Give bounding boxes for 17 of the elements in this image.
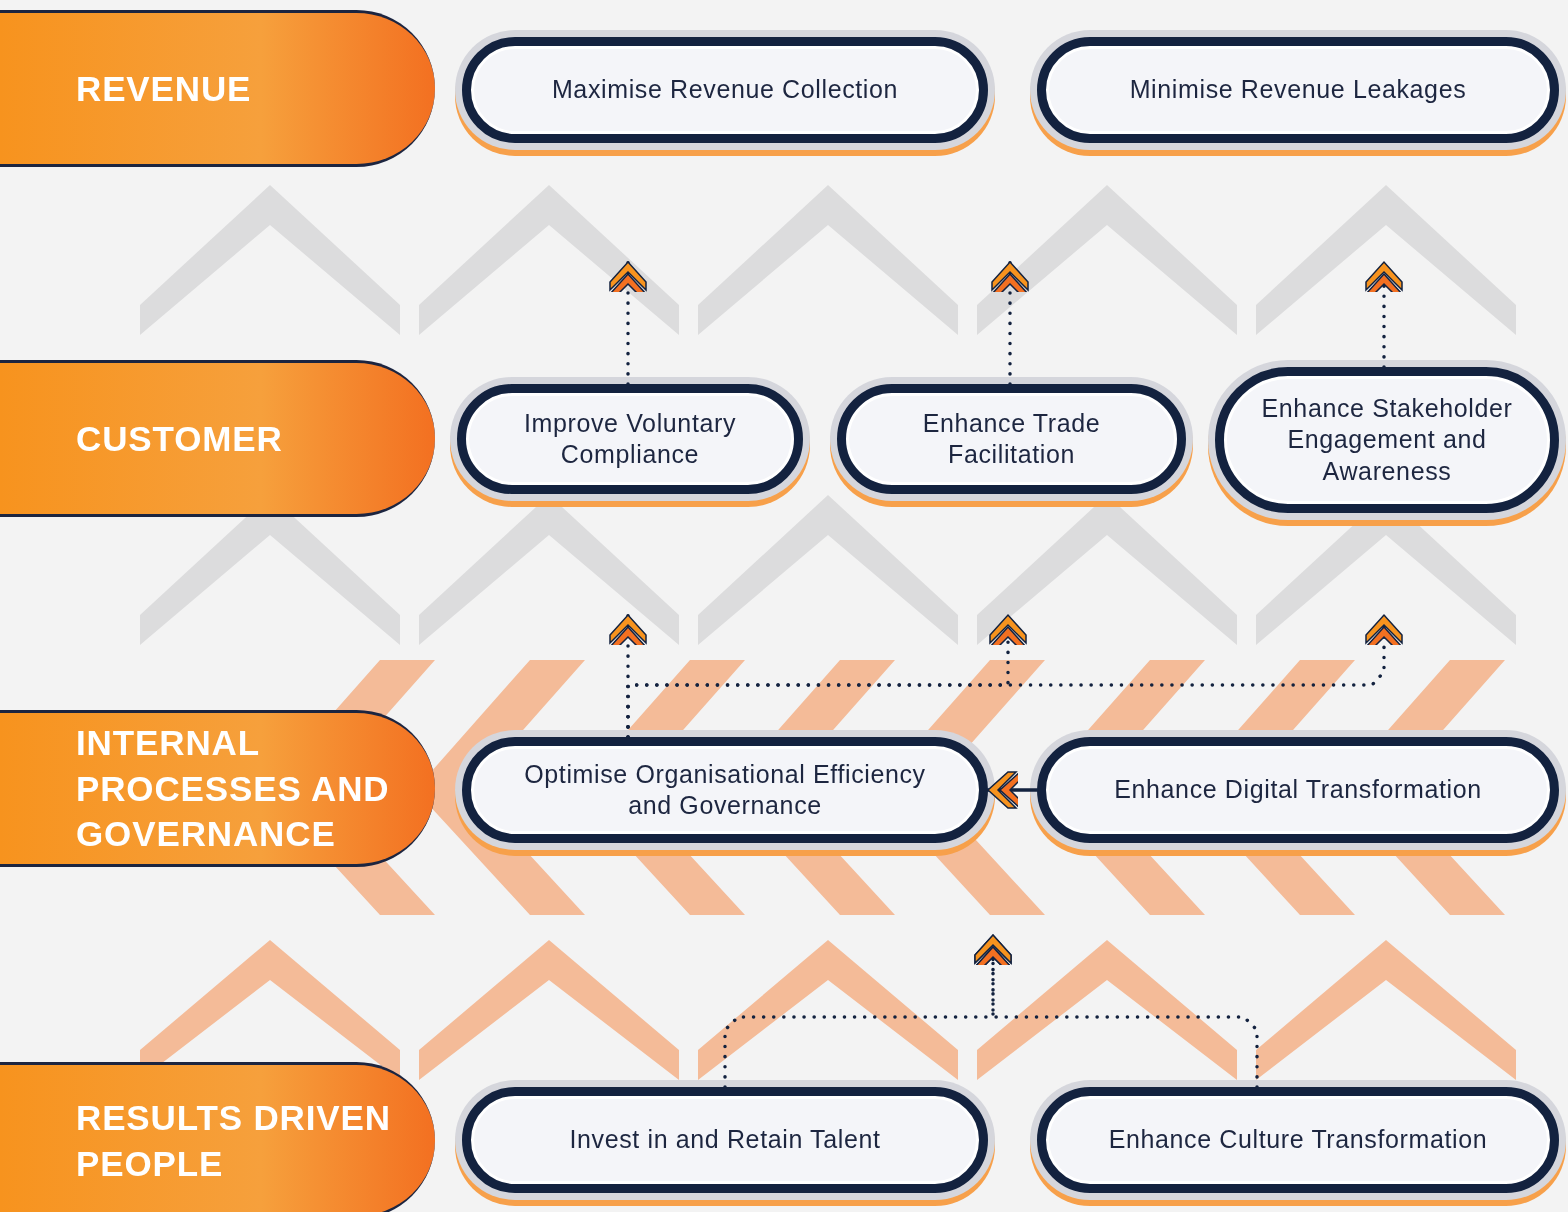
objective-text: Enhance Digital Transformation [1114, 774, 1482, 806]
perspective-band [0, 1062, 435, 1212]
objective-text: Invest in and Retain Talent [569, 1124, 881, 1156]
perspective-title: CUSTOMER [76, 417, 283, 460]
objective-text: Enhance Trade Facilitation [921, 407, 1102, 470]
objective-text: Enhance Culture Transformation [1108, 1124, 1488, 1156]
perspective-title: REVENUE [76, 67, 252, 110]
objective-text: Improve Voluntary Compliance [522, 407, 738, 470]
objective-text: Maximise Revenue Collection [551, 74, 899, 106]
objective-text: Optimise Organisational Efficiency and Governance [523, 758, 927, 821]
objective-text: Enhance Stakeholder Engagement and Awareness [1260, 393, 1514, 487]
perspective-band [0, 710, 435, 867]
perspective-band [0, 360, 435, 517]
perspective-title: RESULTS DRIVEN PEOPLE [76, 1097, 392, 1185]
perspective-band [0, 10, 435, 167]
objective-text: Minimise Revenue Leakages [1129, 74, 1467, 106]
perspective-title: INTERNAL PROCESSES AND GOVERNANCE [76, 722, 391, 856]
